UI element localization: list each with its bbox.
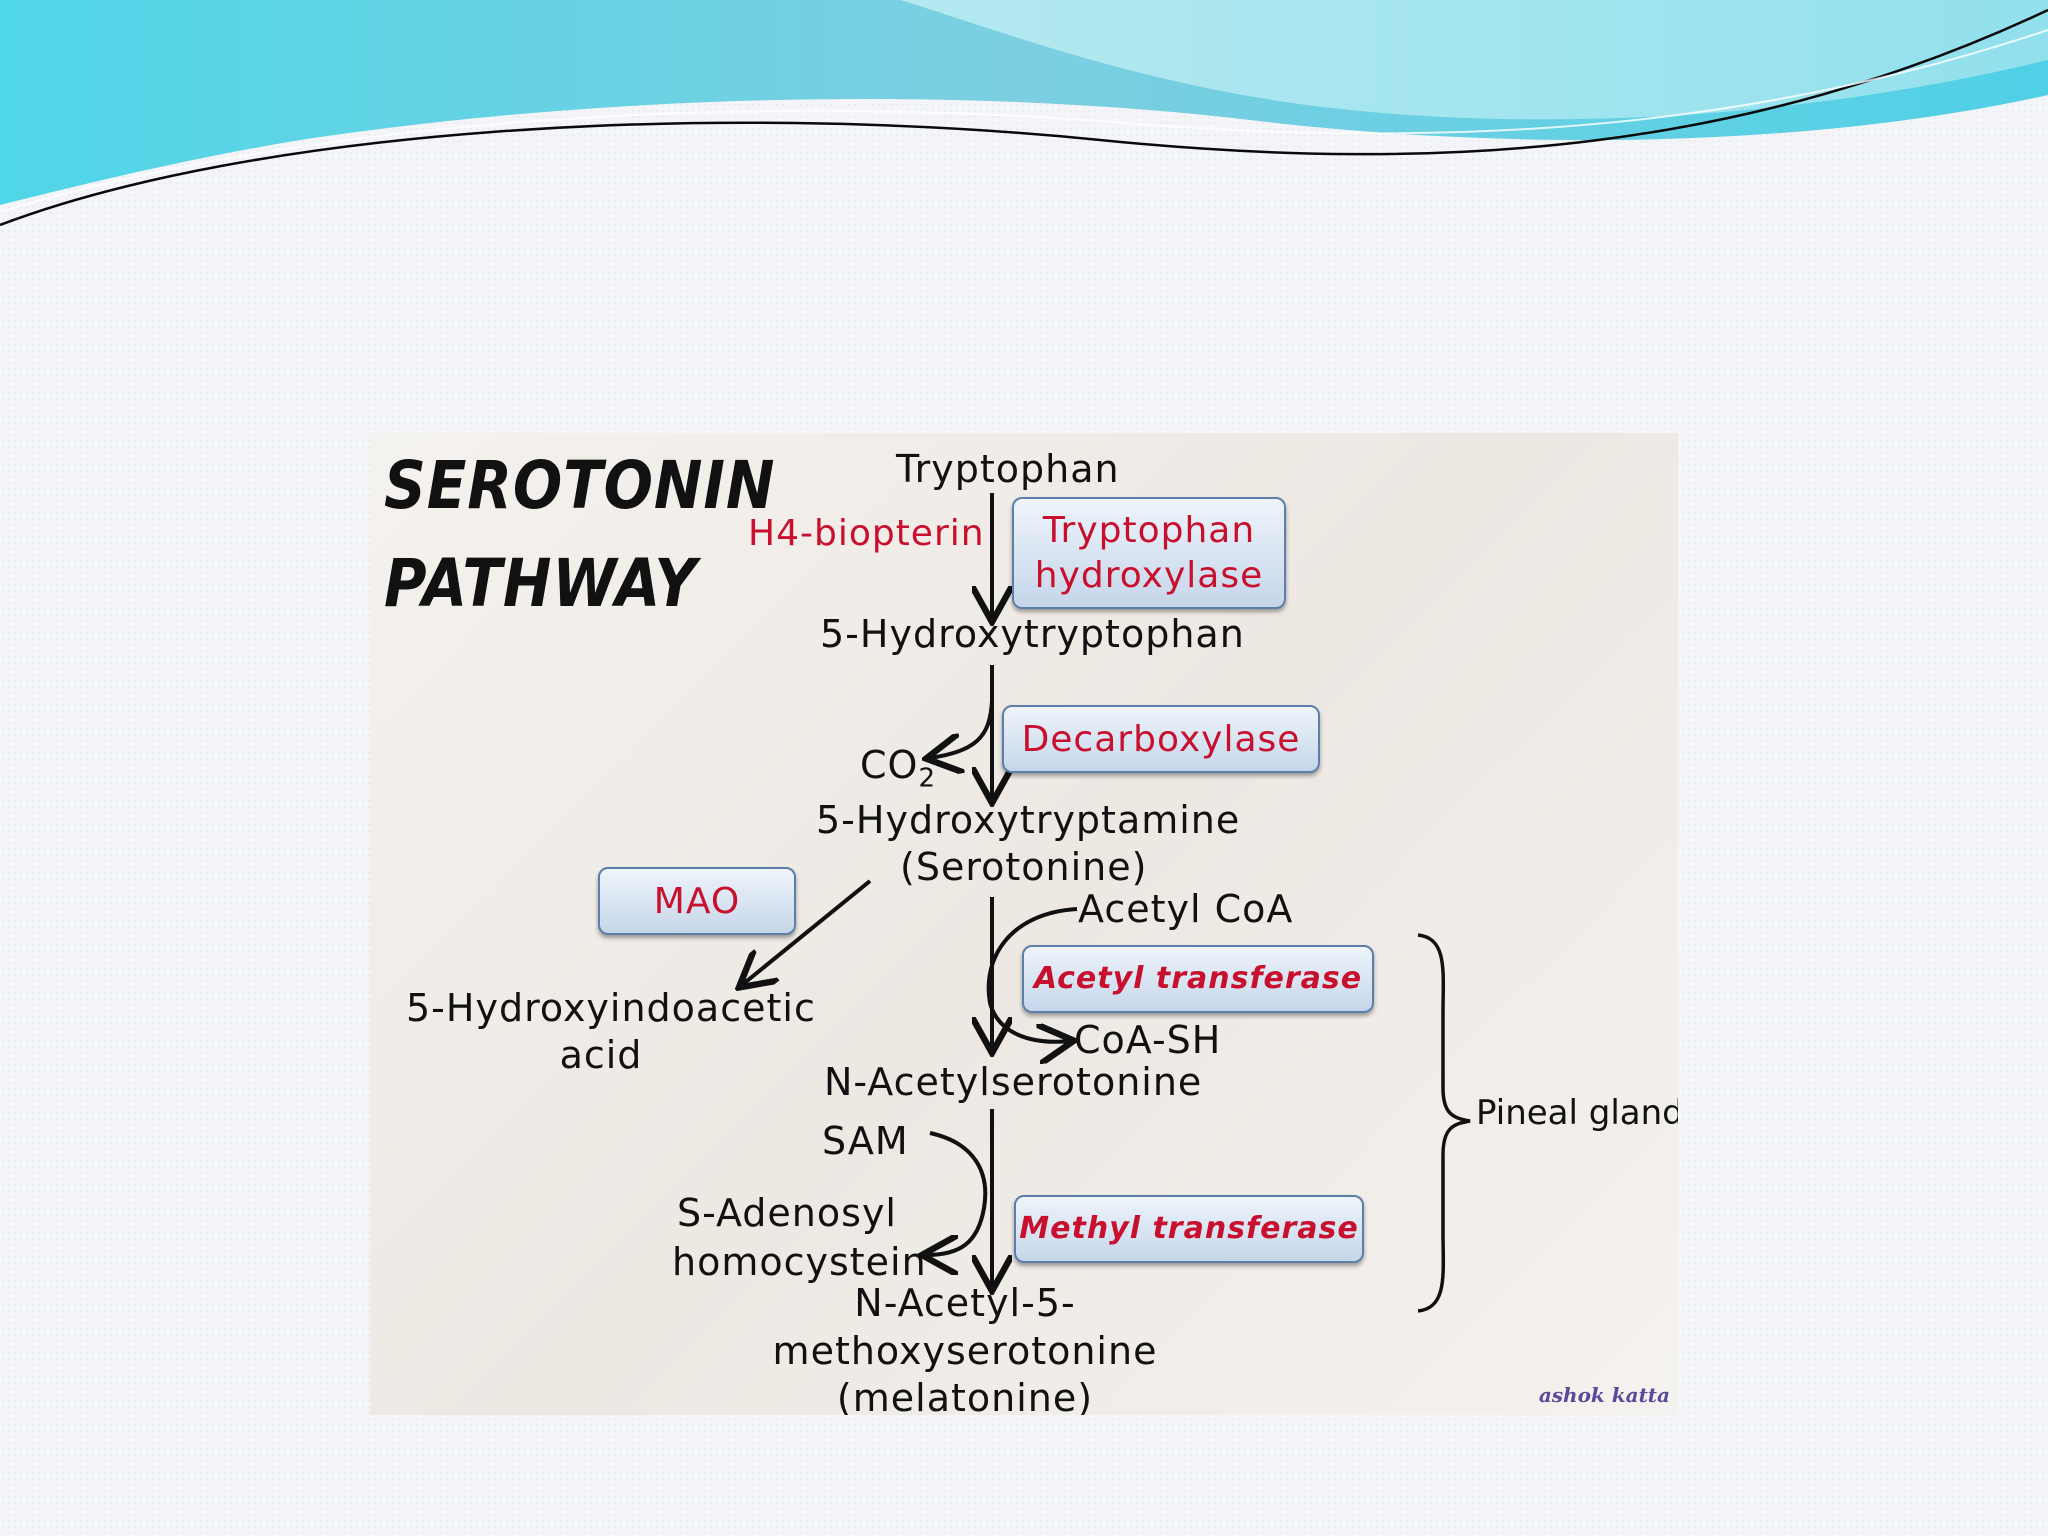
arrow-acetyl-coa-curve [986,907,1077,1042]
pathway-arrows [370,493,1471,1313]
compound-s-adenosyl-homocystein: S-Adenosyl homocystein [672,1189,927,1286]
hiaa-line2: acid [559,1033,643,1078]
co2-main: CO [860,743,919,787]
compound-5-hydroxytryptophan: 5-Hydroxytryptophan [820,612,1245,656]
author-signature: ashok katta [1538,1383,1670,1407]
arrow-serotonin-to-hiaa [742,879,872,985]
enzyme-tryptophan-hydroxylase-line1: Tryptophan [1042,510,1256,551]
enzyme-decarboxylase: Decarboxylase [1002,705,1320,773]
compound-co2: CO2 [860,746,936,792]
header-wave-decoration [0,0,2048,227]
compound-n-acetylserotonine: N-Acetylserotonine [824,1060,1203,1104]
title-line2: PATHWAY [384,545,698,622]
title-line1: SEROTONIN [384,447,776,524]
arrow-sam-curve [926,1131,988,1255]
enzyme-tryptophan-hydroxylase: Tryptophan hydroxylase [1012,497,1286,609]
enzyme-tryptophan-hydroxylase-line2: hydroxylase [1034,555,1264,596]
serotonin-pathway-figure: SEROTONIN PATHWAY Tryptophan H4-biopteri… [370,433,1678,1415]
label-pineal-gland: Pineal gland [1476,1093,1678,1133]
melatonin-line2: methoxyserotonine [772,1328,1158,1373]
s-adenosyl-line1: S-Adenosyl [676,1191,897,1235]
pineal-bracket-icon [1417,933,1471,1313]
compound-melatonine: N-Acetyl-5- methoxyserotonine (melatonin… [770,1280,1160,1415]
compound-sam: SAM [822,1119,909,1163]
enzyme-methyl-transferase: Methyl transferase [1014,1195,1364,1263]
arrow-co2-release [930,700,994,758]
melatonin-line3: (melatonine) [836,1376,1094,1415]
compound-serotonine: (Serotonine) [900,845,1148,889]
compound-acetyl-coa: Acetyl CoA [1078,887,1294,931]
s-adenosyl-line2: homocystein [672,1239,927,1284]
compound-5-hydroxytryptamine: 5-Hydroxytryptamine [816,798,1241,842]
cofactor-h4-biopterin: H4-biopterin [748,513,985,554]
compound-5-hydroxyindoacetic-acid: 5-Hydroxyindoacetic acid [406,985,816,1079]
compound-coa-sh: CoA-SH [1074,1018,1222,1062]
enzyme-acetyl-transferase: Acetyl transferase [1022,945,1374,1013]
enzyme-mao: MAO [598,867,796,935]
melatonin-line1: N-Acetyl-5- [854,1281,1076,1325]
co2-subscript: 2 [918,763,936,794]
compound-tryptophan: Tryptophan [896,447,1120,491]
hiaa-line1: 5-Hydroxyindoacetic [406,986,816,1030]
